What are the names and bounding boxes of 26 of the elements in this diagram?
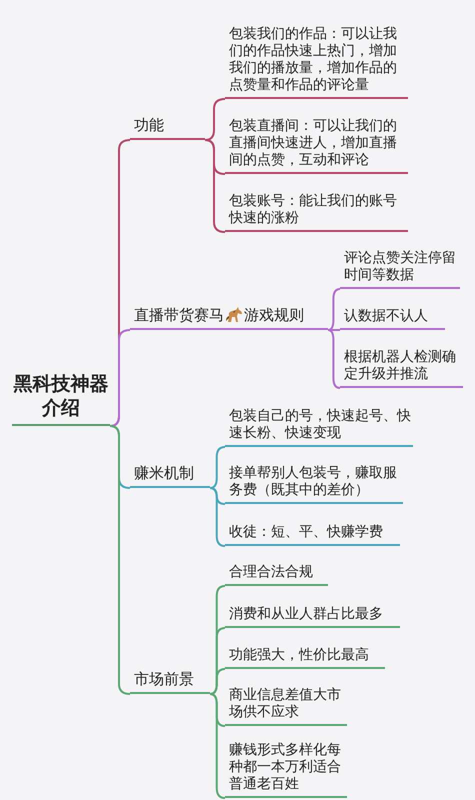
- leaf-topic: 赚钱形式多样化每种都一本万利适合普通老百姓: [225, 742, 347, 798]
- root-topic: 黑科技神器介绍: [12, 372, 110, 426]
- branch-topic: 赚米机制: [130, 465, 210, 488]
- branch-line: [210, 668, 226, 695]
- leaf-topic: 商业信息差值大市场供不应求: [225, 687, 347, 726]
- leaf-topic: 包装我们的作品：可以让我们的作品快速上热门，增加我们的播放量，增加作品的点赞量和作品的评论量: [225, 26, 408, 99]
- branch-topic: 功能: [130, 117, 205, 140]
- leaf-topic: 包装自己的号，快速起号、快速长粉、快速变现: [225, 408, 413, 447]
- leaf-topic: 认数据不认人: [340, 308, 445, 330]
- leaf-topic: 收徒：短、平、快赚学费: [225, 524, 400, 546]
- leaf-topic: 功能强大，性价比最高: [225, 647, 385, 669]
- leaf-topic: 评论点赞关注停留时间等数据: [340, 250, 460, 289]
- branch-topic-underline: [130, 306, 328, 330]
- branch-line: [328, 329, 340, 331]
- branch-line: [328, 288, 340, 331]
- leaf-topic: 消费和从业人群占比最多: [225, 606, 400, 628]
- leaf-topic: 包装账号：能让我们的账号快速的涨粉: [225, 193, 408, 232]
- branch-line: [328, 329, 340, 389]
- leaf-topic: 根据机器人检测确定升级并推流: [340, 349, 463, 388]
- branch-topic: 市场前景: [130, 671, 210, 694]
- leaf-topic: 接单帮别人包装号，赚取服务费（既其中的差价）: [225, 465, 403, 504]
- leaf-topic: 包装直播间：可以让我们的直播间快速进人，增加直播间的点赞，互动和评论: [225, 118, 408, 174]
- topic-text: 直播带货赛马: [134, 306, 224, 324]
- branch-line: [110, 329, 130, 427]
- leaf-topic: 合理合法合规: [225, 564, 328, 586]
- topic-text: 游戏规则: [244, 306, 304, 324]
